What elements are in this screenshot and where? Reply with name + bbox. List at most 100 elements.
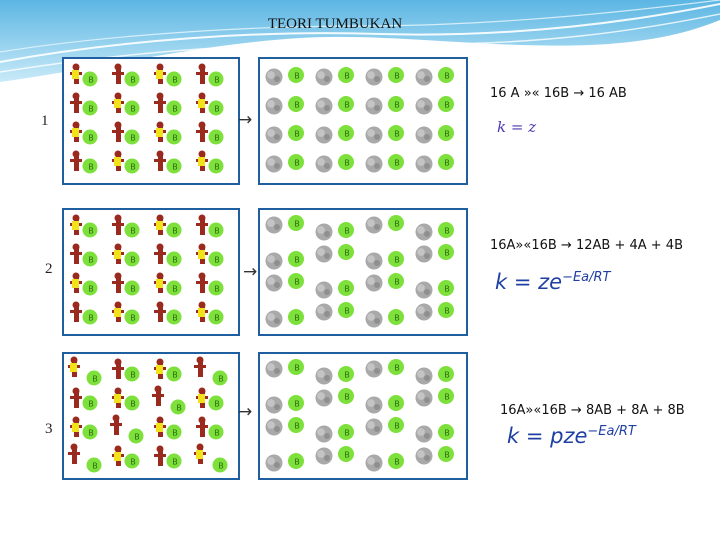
svg-text:B: B [444, 227, 450, 236]
svg-text:B: B [344, 159, 350, 168]
svg-text:B: B [214, 227, 220, 236]
row-label-2: 2 [45, 261, 53, 277]
svg-text:B: B [130, 163, 136, 172]
svg-text:B: B [344, 249, 350, 258]
svg-text:B: B [344, 393, 350, 402]
svg-text:B: B [88, 227, 94, 236]
svg-text:B: B [218, 462, 224, 471]
svg-text:B: B [394, 364, 400, 373]
svg-text:B: B [172, 314, 178, 323]
row-label-3: 3 [45, 421, 53, 437]
rate-prefix-3: k = [507, 424, 551, 448]
svg-text:B: B [172, 134, 178, 143]
svg-text:B: B [130, 105, 136, 114]
svg-text:B: B [344, 285, 350, 294]
svg-text:B: B [394, 159, 400, 168]
svg-text:B: B [444, 159, 450, 168]
svg-text:B: B [294, 220, 300, 229]
svg-text:B: B [92, 462, 98, 471]
svg-text:B: B [294, 400, 300, 409]
svg-text:B: B [88, 400, 94, 409]
equation-1: 16 A »« 16B → 16 AB [490, 86, 627, 101]
svg-text:B: B [444, 101, 450, 110]
svg-text:B: B [130, 458, 136, 467]
svg-text:B: B [130, 134, 136, 143]
row-label-1: 1 [41, 113, 49, 129]
svg-text:B: B [394, 458, 400, 467]
svg-text:B: B [344, 371, 350, 380]
svg-text:B: B [444, 285, 450, 294]
rate-exponent-3: −Ea/RT [587, 424, 636, 439]
rate-body-2: ze [538, 270, 563, 294]
svg-text:B: B [294, 159, 300, 168]
svg-text:B: B [176, 404, 182, 413]
svg-text:B: B [294, 72, 300, 81]
svg-text:B: B [214, 76, 220, 85]
svg-text:B: B [394, 130, 400, 139]
svg-text:B: B [130, 400, 136, 409]
svg-text:B: B [214, 400, 220, 409]
svg-text:B: B [294, 130, 300, 139]
svg-text:B: B [394, 314, 400, 323]
svg-text:B: B [172, 256, 178, 265]
svg-text:B: B [294, 101, 300, 110]
svg-text:B: B [134, 433, 140, 442]
svg-text:B: B [130, 227, 136, 236]
svg-text:B: B [172, 285, 178, 294]
svg-text:B: B [214, 134, 220, 143]
svg-text:B: B [214, 163, 220, 172]
svg-text:B: B [394, 72, 400, 81]
svg-text:B: B [294, 278, 300, 287]
svg-text:B: B [444, 451, 450, 460]
svg-text:B: B [172, 227, 178, 236]
rate-prefix-1: k = [497, 118, 529, 136]
svg-text:B: B [214, 314, 220, 323]
svg-text:B: B [444, 393, 450, 402]
equation-2: 16A»«16B → 12AB + 4A + 4B [490, 238, 683, 253]
svg-text:B: B [130, 285, 136, 294]
svg-text:B: B [88, 285, 94, 294]
rate-prefix-2: k = [495, 270, 539, 294]
page-title: TEORI TUMBUKAN [267, 16, 403, 32]
svg-text:B: B [214, 256, 220, 265]
rate-body-1: z [528, 118, 537, 136]
svg-text:B: B [130, 76, 136, 85]
svg-text:B: B [444, 371, 450, 380]
svg-text:B: B [344, 227, 350, 236]
svg-text:B: B [444, 307, 450, 316]
arrow-2: → [243, 262, 258, 282]
svg-text:B: B [172, 371, 178, 380]
svg-text:B: B [344, 101, 350, 110]
svg-text:B: B [88, 163, 94, 172]
svg-text:B: B [130, 256, 136, 265]
rate-constant-3: k = pze−Ea/RT [507, 424, 636, 448]
svg-text:B: B [218, 375, 224, 384]
arrow-3: → [238, 402, 253, 422]
svg-text:B: B [344, 451, 350, 460]
svg-text:B: B [444, 429, 450, 438]
svg-text:B: B [172, 429, 178, 438]
svg-text:B: B [88, 105, 94, 114]
svg-text:B: B [88, 134, 94, 143]
arrow-1: → [238, 110, 253, 130]
rate-exponent-2: −Ea/RT [562, 270, 611, 285]
svg-text:B: B [394, 101, 400, 110]
svg-text:B: B [294, 314, 300, 323]
svg-text:B: B [214, 429, 220, 438]
svg-text:B: B [394, 256, 400, 265]
svg-text:B: B [344, 72, 350, 81]
